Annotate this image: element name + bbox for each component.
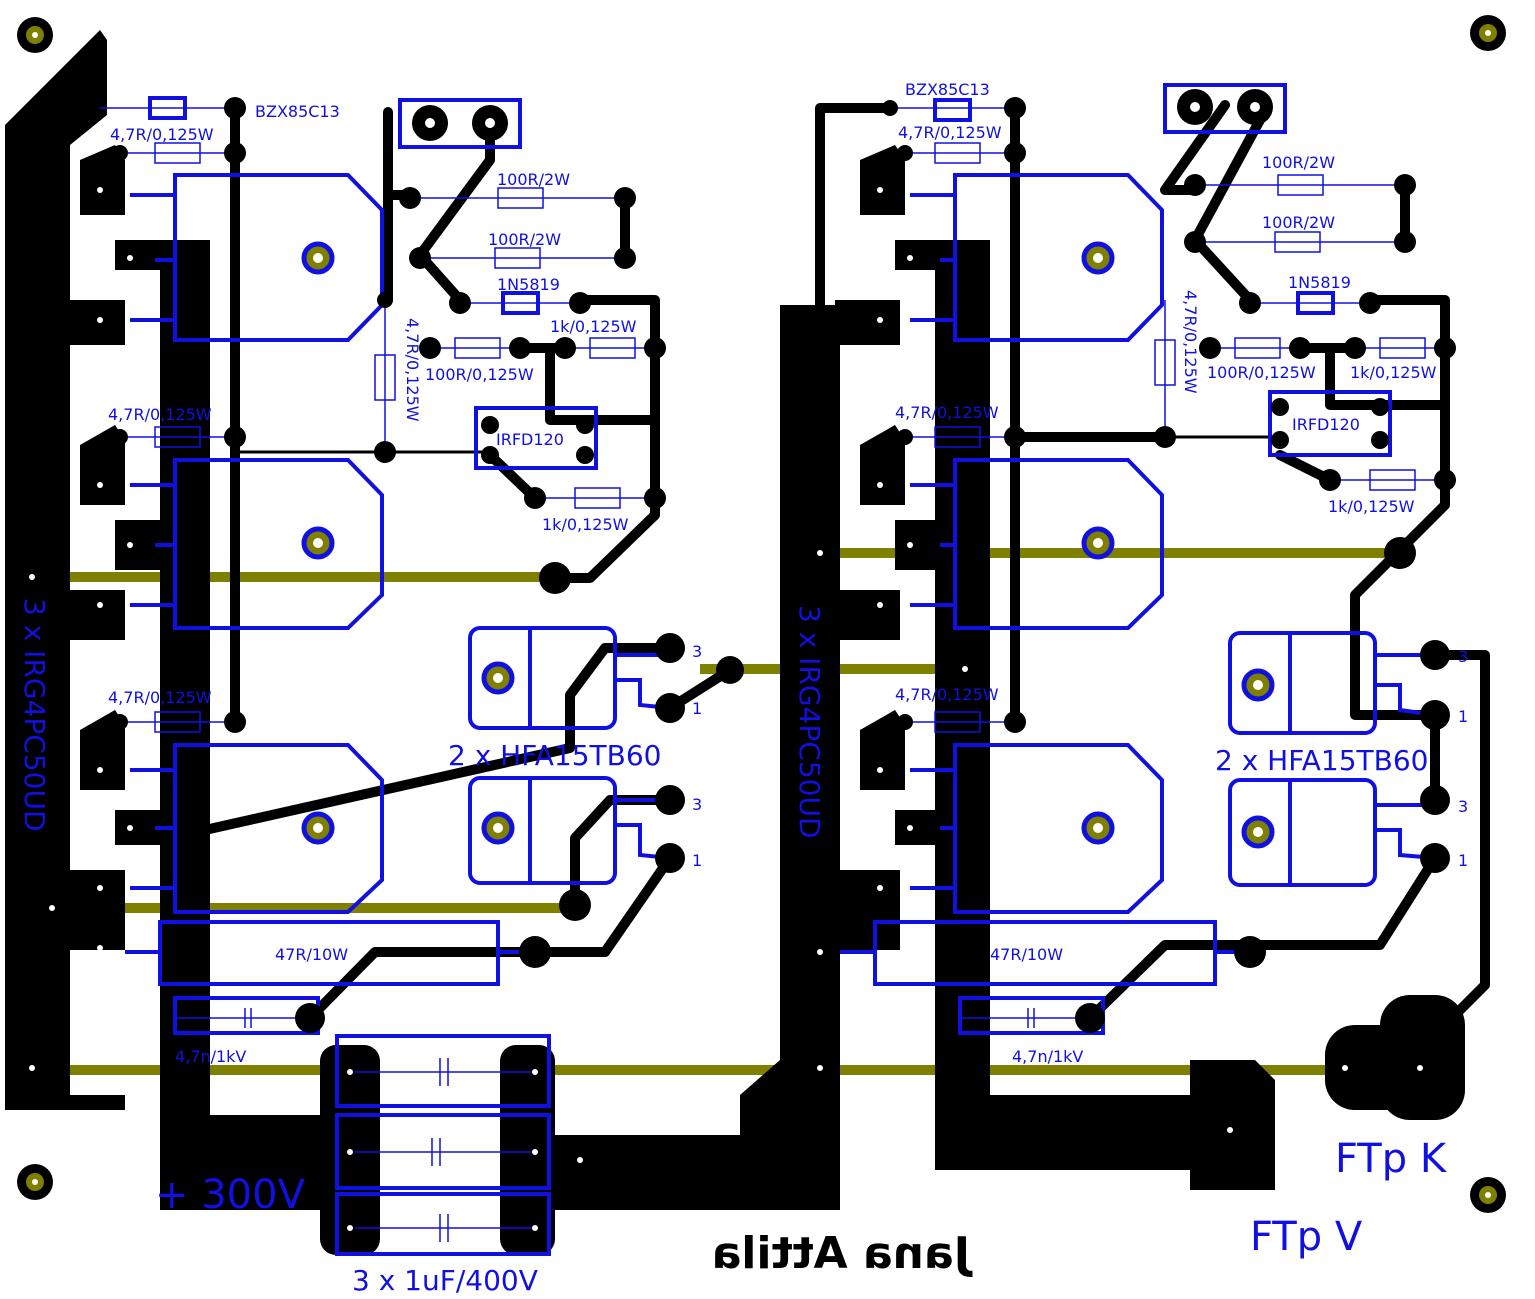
right-pin-3b: 3 [1458, 797, 1468, 816]
caps-label: 3 x 1uF/400V [352, 1264, 538, 1297]
left-gate-res-4-label: 4,7R/0,125W [403, 318, 422, 422]
right-1k-1-label: 1k/0,125W [1350, 363, 1437, 382]
right-gate-res-1-label: 4,7R/0,125W [898, 123, 1002, 142]
left-diode-label: 1N5819 [497, 275, 560, 294]
left-gate-res-1-label: 4,7R/0,125W [110, 125, 214, 144]
left-snubber-cap-label: 4,7n/1kV [175, 1047, 246, 1066]
left-zener-label: BZX85C13 [255, 102, 340, 121]
left-100r-label: 100R/0,125W [425, 365, 534, 384]
left-gate-res-3-label: 4,7R/0,125W [108, 688, 212, 707]
mounting-holes [17, 15, 1506, 1213]
right-pin-1a: 1 [1458, 707, 1468, 726]
jumper-wires [20, 548, 1400, 1075]
silkscreen [125, 83, 1436, 1256]
right-gate-res-4-label: 4,7R/0,125W [1181, 290, 1200, 394]
small-components [95, 107, 1445, 1242]
right-diode-pair-label: 2 x HFA15TB60 [1215, 744, 1429, 777]
left-pin-3a: 3 [692, 642, 702, 661]
right-100r-label: 100R/0,125W [1207, 363, 1316, 382]
left-snubber-res-label: 47R/10W [275, 945, 348, 964]
rail-negative-label: - 300V [680, 1167, 811, 1213]
right-diode-label: 1N5819 [1288, 273, 1351, 292]
right-1k-2-label: 1k/0,125W [1328, 497, 1415, 516]
left-pin-3b: 3 [692, 795, 702, 814]
left-igbt-label: 3 x IRG4PC50UD [18, 598, 51, 832]
pads [90, 89, 1456, 1033]
right-snubber-res-label: 47R/10W [990, 945, 1063, 964]
left-mosfet-label: IRFD120 [496, 430, 564, 449]
left-labels: BZX85C13 4,7R/0,125W 4,7R/0,125W 4,7R/0,… [18, 102, 702, 1066]
left-1k-2-label: 1k/0,125W [542, 515, 629, 534]
right-mosfet-label: IRFD120 [1292, 415, 1360, 434]
right-power-res-2-label: 100R/2W [1262, 213, 1335, 232]
left-pin-1b: 1 [692, 851, 702, 870]
right-zener-label: BZX85C13 [905, 80, 990, 99]
right-pin-3a: 3 [1458, 647, 1468, 666]
left-pin-1a: 1 [692, 699, 702, 718]
left-gate-res-2-label: 4,7R/0,125W [108, 405, 212, 424]
thin-traces [235, 435, 1280, 454]
left-1k-1-label: 1k/0,125W [550, 317, 637, 336]
left-diode-pair-label: 2 x HFA15TB60 [448, 739, 662, 772]
general-labels: + 300V - 300V 3 x 1uF/400V FTp K FTp V J… [155, 1136, 1448, 1297]
right-snubber-cap-label: 4,7n/1kV [1012, 1047, 1083, 1066]
output-ftp-v-label: FTp V [1250, 1214, 1363, 1260]
author-mirrored-label: Jana Attila [712, 1228, 973, 1279]
right-gate-res-3-label: 4,7R/0,125W [895, 685, 999, 704]
right-labels: BZX85C13 4,7R/0,125W 4,7R/0,125W 4,7R/0,… [793, 80, 1468, 1066]
rail-positive-label: + 300V [155, 1172, 306, 1218]
right-pin-1b: 1 [1458, 851, 1468, 870]
right-igbt-label: 3 x IRG4PC50UD [793, 605, 826, 839]
drill-holes [29, 102, 1423, 1231]
output-ftp-k-label: FTp K [1335, 1136, 1448, 1182]
left-power-res-2-label: 100R/2W [488, 230, 561, 249]
right-gate-res-2-label: 4,7R/0,125W [895, 403, 999, 422]
right-power-res-1-label: 100R/2W [1262, 153, 1335, 172]
left-power-res-1-label: 100R/2W [497, 170, 570, 189]
